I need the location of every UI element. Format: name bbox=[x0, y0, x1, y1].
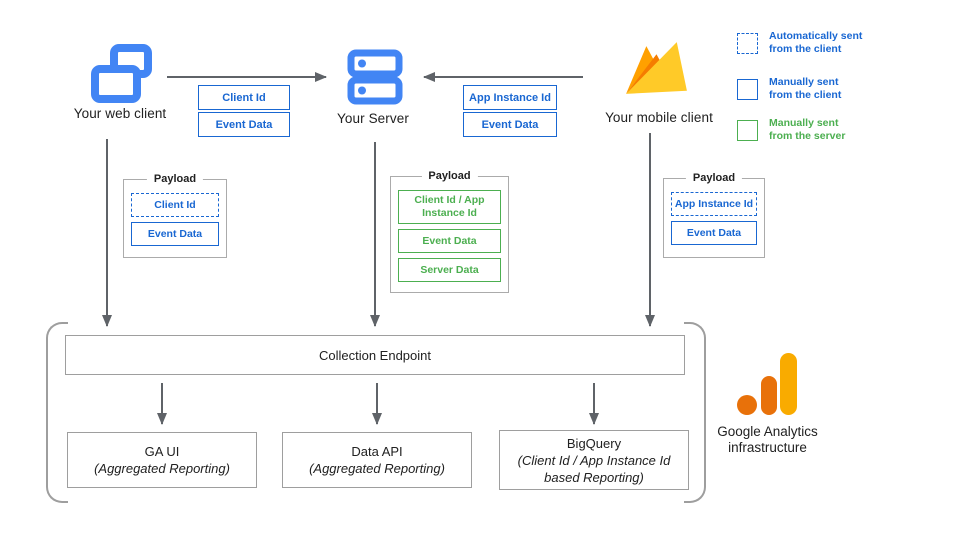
legend-item-auto-client: Automatically sent from the client bbox=[737, 30, 862, 56]
data-api-title: Data API bbox=[351, 444, 403, 459]
collection-endpoint-box: Collection Endpoint bbox=[65, 335, 685, 375]
flow-web-event-data: Event Data bbox=[198, 112, 290, 137]
web-payload-box: Payload Client Id Event Data bbox=[123, 173, 227, 258]
bigquery-box: BigQuery (Client Id / App Instance Id ba… bbox=[499, 430, 689, 490]
infra-bracket-right bbox=[684, 322, 706, 503]
legend-text: Manually sent from the client bbox=[769, 76, 842, 101]
web-client-icon bbox=[91, 44, 152, 103]
mobile-payload-box: Payload App Instance Id Event Data bbox=[663, 172, 765, 258]
mobile-payload-title: Payload bbox=[685, 172, 743, 184]
firebase-icon bbox=[626, 42, 687, 94]
legend-item-manual-server: Manually sent from the server bbox=[737, 117, 845, 143]
ga-ui-subtitle: (Aggregated Reporting) bbox=[94, 461, 230, 476]
mobile-payload-app-instance-id: App Instance Id bbox=[671, 192, 757, 216]
server-payload-server-data: Server Data bbox=[398, 258, 501, 282]
server-payload-event-data: Event Data bbox=[398, 229, 501, 253]
web-client-label: Your web client bbox=[73, 106, 167, 121]
server-payload-ids: Client Id / App Instance Id bbox=[398, 190, 501, 224]
server-payload-title: Payload bbox=[421, 170, 478, 182]
data-api-subtitle: (Aggregated Reporting) bbox=[309, 461, 445, 476]
flow-mobile-app-instance-id: App Instance Id bbox=[463, 85, 557, 110]
ga-logo-bar-tall bbox=[780, 353, 797, 415]
flow-mobile-event-data: Event Data bbox=[463, 112, 557, 137]
ga-infrastructure-label: Google Analytics infrastructure bbox=[717, 424, 818, 455]
mobile-client-label: Your mobile client bbox=[605, 110, 713, 125]
legend-text: Manually sent from the server bbox=[769, 117, 846, 142]
server-payload-box: Payload Client Id / App Instance Id Even… bbox=[390, 170, 509, 293]
web-payload-client-id: Client Id bbox=[131, 193, 219, 217]
ga-logo-dot bbox=[737, 395, 757, 415]
server-label: Your Server bbox=[337, 111, 409, 126]
web-payload-event-data: Event Data bbox=[131, 222, 219, 246]
web-payload-title: Payload bbox=[146, 173, 204, 185]
bigquery-subtitle: (Client Id / App Instance Id based Repor… bbox=[517, 452, 671, 485]
legend-text: Automatically sent from the client bbox=[769, 30, 863, 55]
infra-bracket-left bbox=[46, 322, 68, 503]
legend-solid-blue-swatch bbox=[737, 78, 758, 100]
collection-endpoint-label: Collection Endpoint bbox=[318, 347, 432, 363]
ga-ui-box: GA UI (Aggregated Reporting) bbox=[67, 432, 257, 488]
legend-dashed-blue-swatch bbox=[737, 32, 758, 54]
server-icon bbox=[347, 49, 403, 105]
legend-item-manual-client: Manually sent from the client bbox=[737, 76, 841, 102]
flow-web-client-id: Client Id bbox=[198, 85, 290, 110]
bigquery-title: BigQuery bbox=[566, 435, 622, 451]
data-api-box: Data API (Aggregated Reporting) bbox=[282, 432, 472, 488]
mobile-payload-event-data: Event Data bbox=[671, 221, 757, 245]
ga-logo-bar-mid bbox=[761, 376, 777, 415]
legend-solid-green-swatch bbox=[737, 119, 758, 141]
ga-ui-title: GA UI bbox=[144, 444, 180, 459]
